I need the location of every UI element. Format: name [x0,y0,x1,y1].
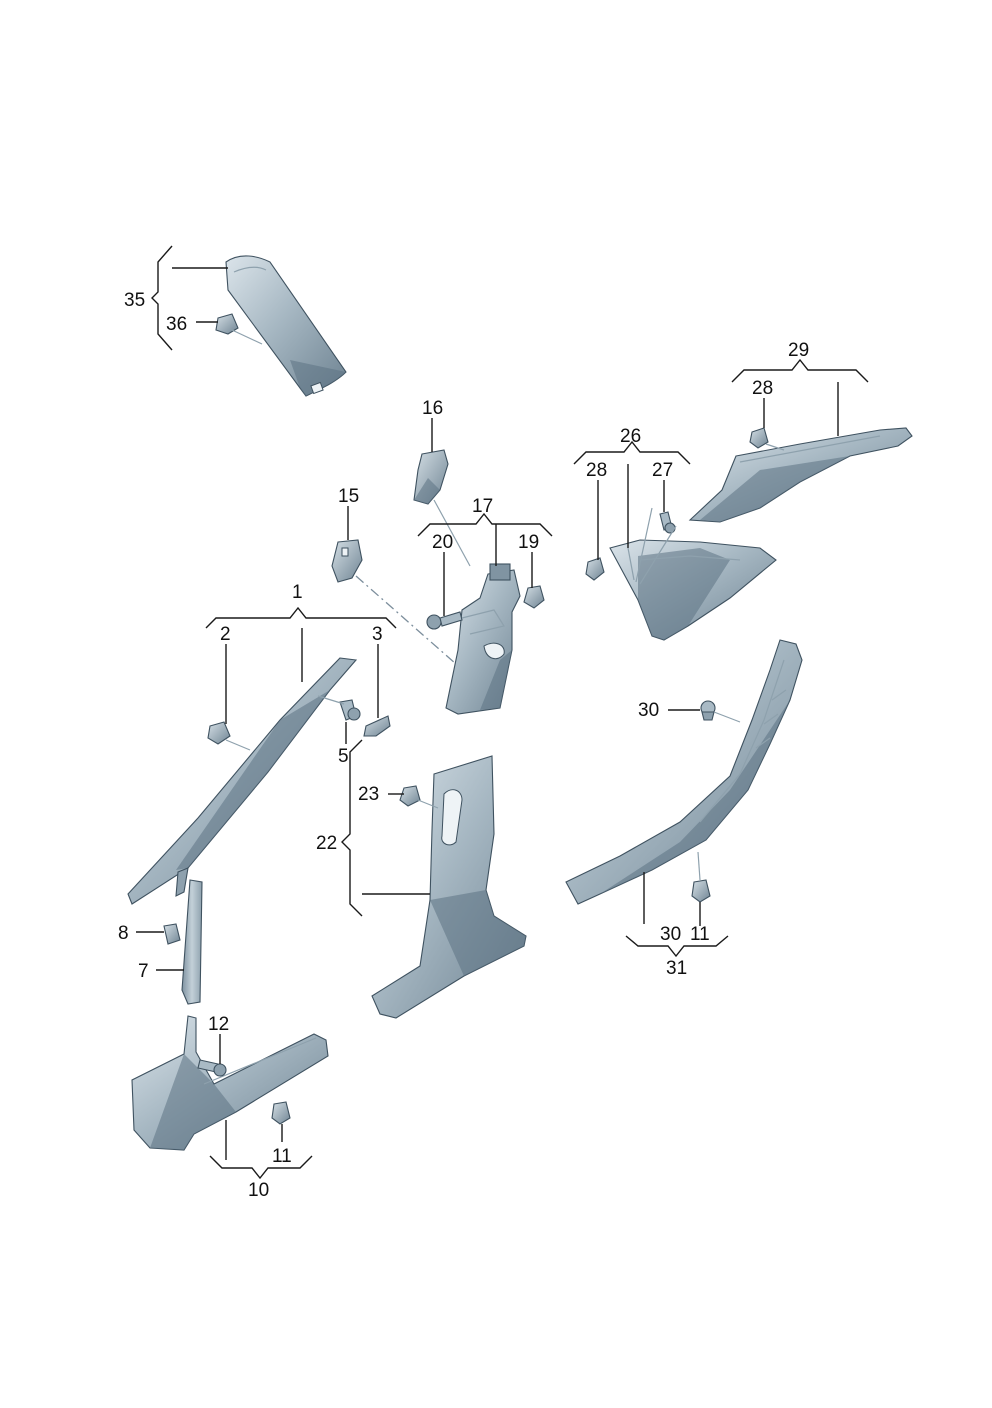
leader-dash-26 [627,547,635,581]
leader-dash-28b [765,443,785,451]
callout-3: 3 [372,624,383,645]
part-11-clip-b [691,879,711,903]
callout-30a: 30 [638,700,659,721]
part-15-bracket [331,539,363,583]
callout-28b: 28 [752,378,773,399]
bracket-22 [341,739,363,917]
part-7-strip [181,879,203,1005]
callout-23: 23 [358,784,379,805]
callout-2: 2 [220,624,231,645]
leader-dash-30a [713,711,741,723]
part-5-screw [339,699,361,721]
part-22-b-pillar-lower [371,755,527,1019]
leader-dash-5 [317,695,345,705]
callout-11a: 11 [272,1146,292,1167]
leader-dash-2 [225,739,251,751]
callout-1: 1 [292,582,303,603]
callout-27: 27 [652,460,673,481]
callout-36: 36 [166,314,187,335]
leader-dash-36 [231,329,263,345]
callout-30b: 30 [660,924,681,945]
leader-dash-27 [635,507,677,585]
leader-dash-11b [697,851,701,881]
part-31-rear-sill [565,639,803,905]
part-11-clip-a [271,1101,291,1125]
part-27-screw [659,511,676,534]
centerline-15 [355,575,457,665]
part-8-clip [163,923,181,945]
part-28-clip-a [585,557,605,581]
callout-31: 31 [666,958,687,979]
part-23-clip [399,785,421,807]
bracket-35 [151,245,173,351]
callout-16: 16 [422,398,443,419]
callout-15: 15 [338,486,359,507]
callout-35: 35 [124,290,145,311]
callout-26: 26 [620,426,641,447]
leader-dash-16 [433,499,471,567]
part-30-clip-a [700,700,716,721]
part-35-a-pillar-trim [225,255,347,397]
callout-11b: 11 [690,924,710,945]
part-17-b-pillar-upper [445,563,521,715]
part-28-clip-b [749,427,769,449]
callout-7: 7 [138,961,149,982]
callout-28a: 28 [586,460,607,481]
bracket-26 [573,440,691,465]
callout-8: 8 [118,923,129,944]
part-29-c-pillar-upper [688,427,913,523]
callout-22: 22 [316,833,337,854]
part-12-screw [197,1059,227,1077]
bracket-1 [205,606,397,629]
part-10-sill-trim [131,1015,329,1151]
callout-19: 19 [518,532,539,553]
part-19-clip [523,585,545,609]
leader-dash-23 [417,799,439,809]
callout-5: 5 [338,746,349,767]
leader-dash-20 [461,609,505,635]
part-2-clip [207,721,231,745]
callout-29: 29 [788,340,809,361]
bracket-29 [731,358,869,383]
part-20-screw [426,611,463,630]
bracket-17 [417,512,553,537]
part-3-cap [363,715,391,737]
part-1-a-pillar-lower [127,657,358,905]
callout-20: 20 [432,532,453,553]
part-26-c-pillar-lower [609,539,777,641]
bracket-10 [209,1155,313,1180]
callout-10: 10 [248,1180,269,1201]
callout-17: 17 [472,496,493,517]
callout-12: 12 [208,1014,229,1035]
part-16-cover [413,449,449,505]
bracket-31 [625,935,729,958]
